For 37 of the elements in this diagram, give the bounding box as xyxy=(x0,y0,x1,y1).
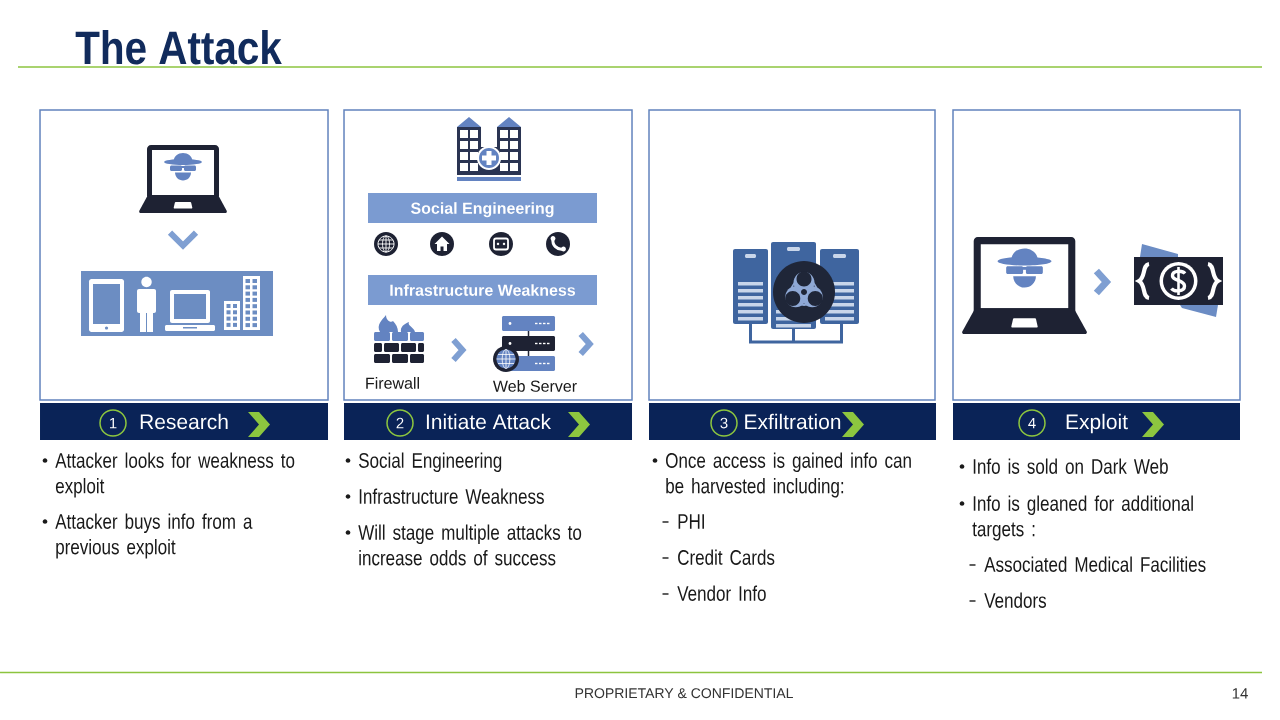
list-item: Vendors xyxy=(984,592,1046,608)
panel-box xyxy=(648,109,936,401)
chevron-arrow xyxy=(578,332,594,356)
step-number: 3 xyxy=(710,409,738,437)
web-server-icon xyxy=(493,316,555,372)
list-item: Infrastructure Weakness xyxy=(359,488,544,504)
hacker-laptop-icon xyxy=(139,145,227,213)
list-item: Social Engineering xyxy=(359,452,502,473)
category-bar: Infrastructure Weakness xyxy=(368,275,597,305)
list-item: Will stage multiple attacks to increase odds of success xyxy=(358,524,582,566)
chevron-arrow xyxy=(167,230,199,250)
slide-title: The Attack xyxy=(75,29,282,65)
page-number: 14 xyxy=(1232,688,1248,699)
list-item: Info is sold on Dark Web xyxy=(973,458,1168,474)
step-number: 1 xyxy=(99,409,127,437)
panel-box xyxy=(343,109,633,401)
panel-box xyxy=(39,109,329,401)
list-item: Credit Cards xyxy=(678,549,775,565)
chevron-arrow xyxy=(1093,268,1112,296)
category-bar: Social Engineering xyxy=(368,193,597,223)
money-icon xyxy=(1134,244,1223,317)
list-item: PHI xyxy=(678,514,704,529)
panel-box xyxy=(952,109,1241,401)
step-number: 2 xyxy=(386,409,414,437)
list-item: Attacker buys info from a previous exploit xyxy=(55,513,253,559)
chevron-arrow xyxy=(451,338,467,362)
list-item: Associated Medical Facilities xyxy=(984,556,1206,572)
firewall-icon xyxy=(374,315,424,363)
icon-caption: Firewall xyxy=(366,377,419,389)
hacker-laptop-icon xyxy=(962,237,1087,334)
list-item: Attacker looks for weakness to exploit xyxy=(55,452,295,498)
step-number: 4 xyxy=(1018,409,1046,437)
list-item: Info is gleaned for additional targets : xyxy=(972,495,1193,541)
footer-text: PROPRIETARY & CONFIDENTIAL xyxy=(575,688,793,699)
list-item: Vendor Info xyxy=(677,585,766,601)
icon-caption: Web Server xyxy=(493,380,577,392)
list-item: Once access is gained info can be harvested including: xyxy=(666,452,911,498)
